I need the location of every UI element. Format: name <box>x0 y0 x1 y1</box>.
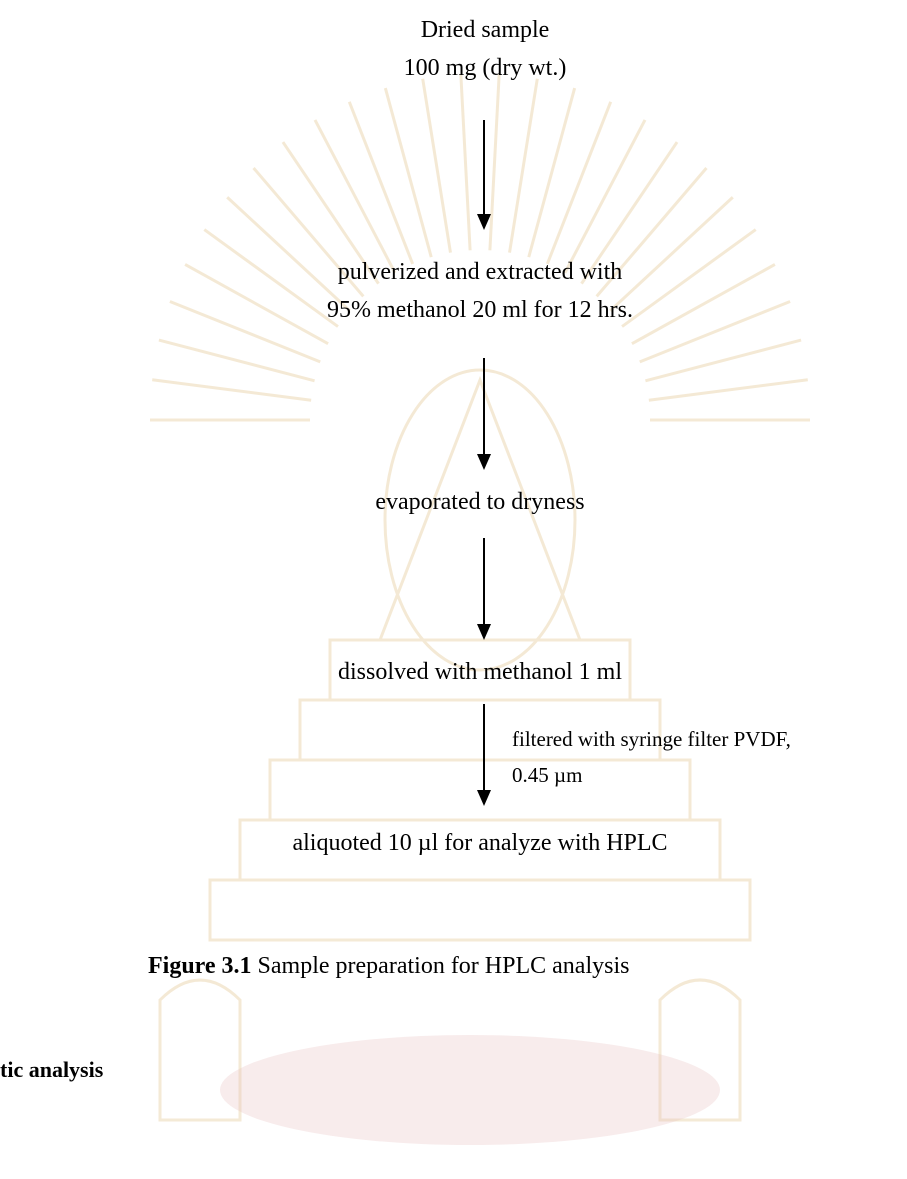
arrow-4 <box>475 704 493 806</box>
section-heading-fragment: tic analysis <box>0 1057 104 1082</box>
watermark-ray <box>459 74 472 251</box>
watermark-ray <box>645 338 802 383</box>
watermark-ray <box>545 101 613 265</box>
watermark-ray <box>648 378 808 402</box>
arrow-3 <box>475 538 493 640</box>
watermark-ray <box>527 87 577 258</box>
watermark-ray <box>158 338 315 383</box>
arrow-note-line-2: 0.45 µm <box>512 763 583 787</box>
watermark-ray <box>226 196 351 312</box>
arrow-1 <box>475 120 493 230</box>
figure-caption-label: Figure 3.1 <box>148 953 252 979</box>
step-2-line-1: pulverized and extracted with <box>337 259 623 285</box>
step-3: evaporated to dryness <box>375 489 585 515</box>
watermark-ray <box>609 196 734 312</box>
watermark-ray <box>563 119 647 274</box>
step-1-line-2: 100 mg (dry wt.) <box>403 55 567 81</box>
arrow-2 <box>475 358 493 470</box>
step-1-line-1: Dried sample <box>420 17 550 43</box>
step-4: dissolved with methanol 1 ml <box>338 659 622 685</box>
figure-caption: Figure 3.1 Sample preparation for HPLC a… <box>148 951 629 981</box>
arrow-note-line-1: filtered with syringe filter PVDF, <box>512 727 791 751</box>
watermark-ray <box>508 78 539 253</box>
figure-caption-text: Sample preparation for HPLC analysis <box>251 953 630 979</box>
watermark-ray <box>347 101 415 265</box>
step-5: aliquoted 10 µl for analyze with HPLC <box>292 830 668 856</box>
step-2-line-2: 95% methanol 20 ml for 12 hrs. <box>327 297 633 323</box>
watermark-ray <box>152 378 312 402</box>
watermark-ray <box>313 119 397 274</box>
watermark-ray <box>421 78 452 253</box>
watermark-ray <box>383 87 433 258</box>
